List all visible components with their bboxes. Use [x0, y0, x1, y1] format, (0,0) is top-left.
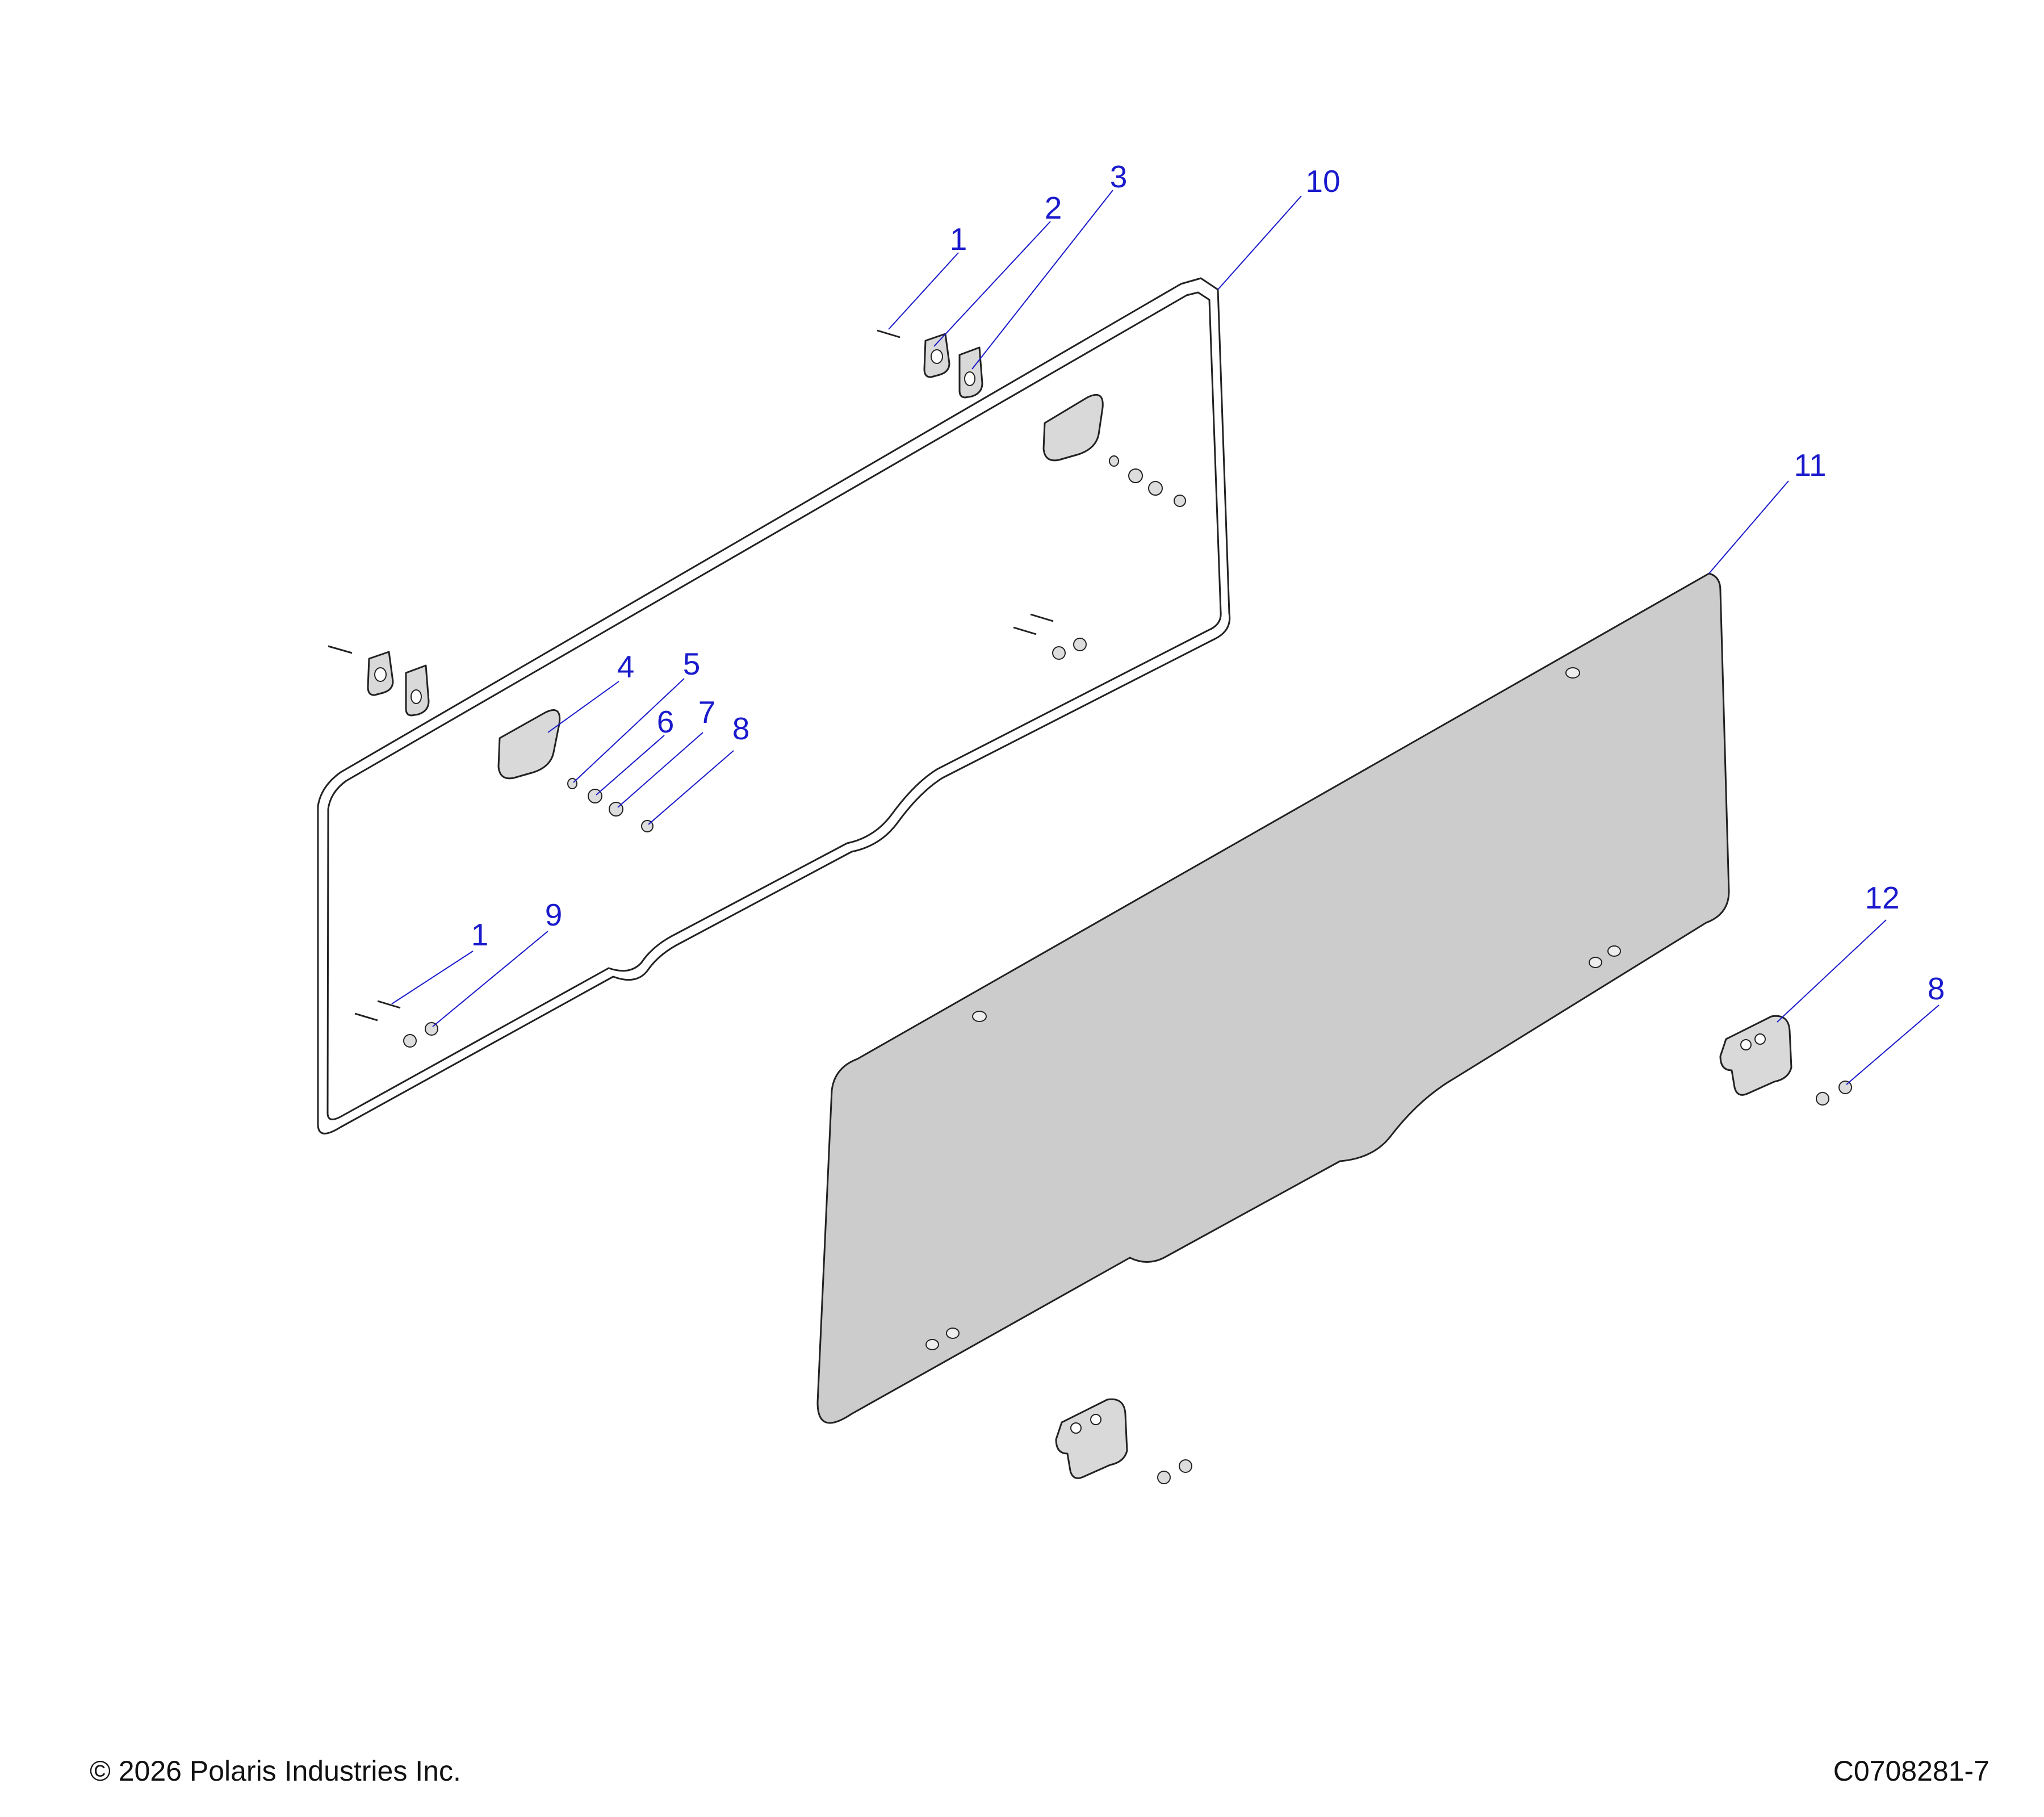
hook-part-4: [497, 394, 1104, 780]
callout-9: 9: [545, 897, 563, 932]
callout-11: 11: [1794, 447, 1826, 483]
callout-8-right: 8: [1928, 971, 1945, 1006]
callout-5: 5: [683, 646, 701, 681]
hinge-part-12: [1055, 1015, 1852, 1484]
callout-6: 6: [657, 704, 675, 739]
callout-labels: 1 2 3 10 11 4 5 6 7 8 1 9 12 8: [471, 159, 1945, 1006]
callout-1-lower: 1: [471, 917, 489, 952]
callout-1: 1: [950, 221, 967, 257]
callout-8: 8: [732, 711, 750, 746]
callout-3: 3: [1110, 159, 1128, 194]
callout-2: 2: [1045, 190, 1062, 225]
callout-7: 7: [698, 694, 716, 730]
clip-parts-2-3: [367, 333, 983, 717]
drawing-number: C0708281-7: [1833, 1755, 1989, 1787]
callout-12: 12: [1865, 880, 1899, 915]
screw-part-1: [328, 329, 1054, 1021]
frame-part-10: [317, 277, 1231, 1134]
callout-leaders: [391, 190, 1940, 1085]
hardware-parts-5-9: [403, 455, 1186, 1048]
copyright-notice: © 2026 Polaris Industries Inc.: [90, 1755, 461, 1787]
callout-4: 4: [617, 649, 635, 684]
callout-10: 10: [1305, 164, 1340, 199]
panel-part-11: [816, 572, 1730, 1424]
